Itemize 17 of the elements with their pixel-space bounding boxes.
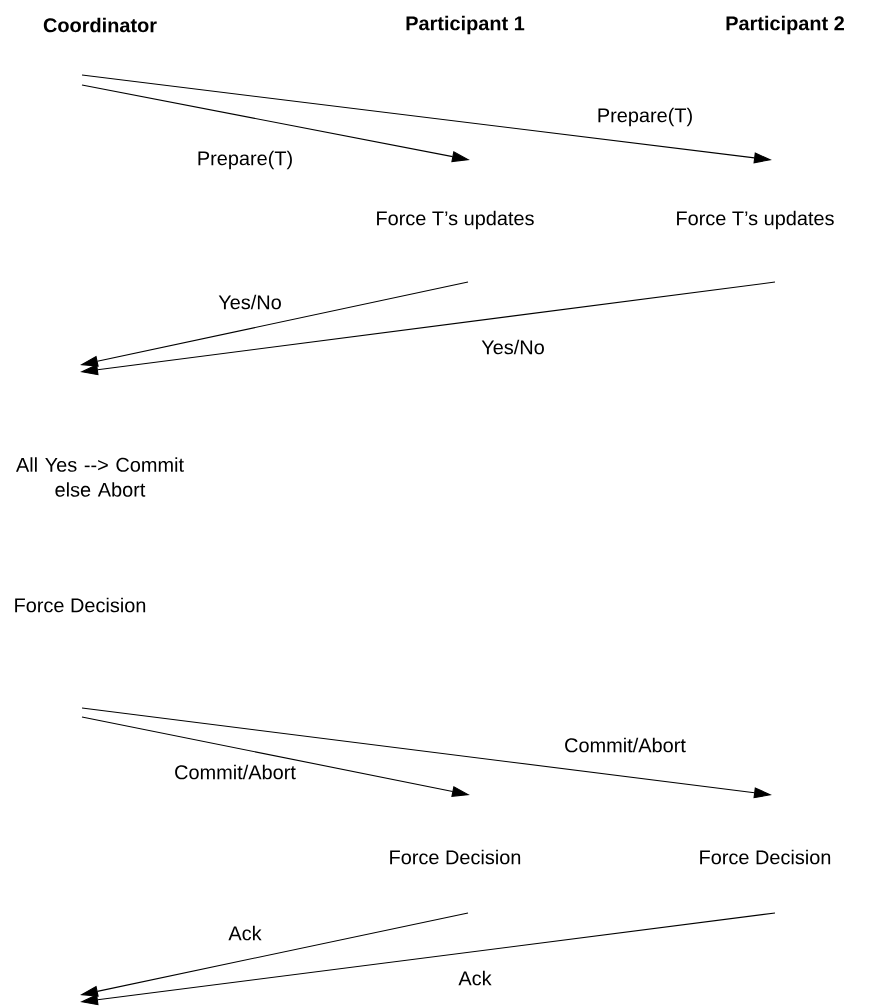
action-text: Force Decision: [700, 849, 831, 865]
action-text: Force T’s updates: [377, 210, 534, 230]
column-heading: Participant 2: [726, 15, 844, 35]
decision-text: All Yes --> Commit else Abort: [16, 457, 184, 497]
action-text: Force Decision: [390, 849, 521, 865]
column-heading: Coordinator: [43, 17, 157, 33]
edge-label: Ack: [457, 969, 493, 987]
edge-label: Prepare(T): [195, 149, 295, 171]
edge-label: Prepare(T): [595, 106, 695, 128]
action-text: Force T’s updates: [677, 210, 834, 230]
edge-label: Yes/No: [480, 338, 546, 356]
edge-label: Commit/Abort: [173, 763, 297, 781]
edge-label: Ack: [227, 924, 263, 942]
edge-label: Yes/No: [217, 293, 283, 311]
edge-label: Commit/Abort: [563, 736, 687, 754]
column-heading: Participant 1: [406, 15, 525, 35]
action-text: Force Decision: [15, 597, 146, 613]
